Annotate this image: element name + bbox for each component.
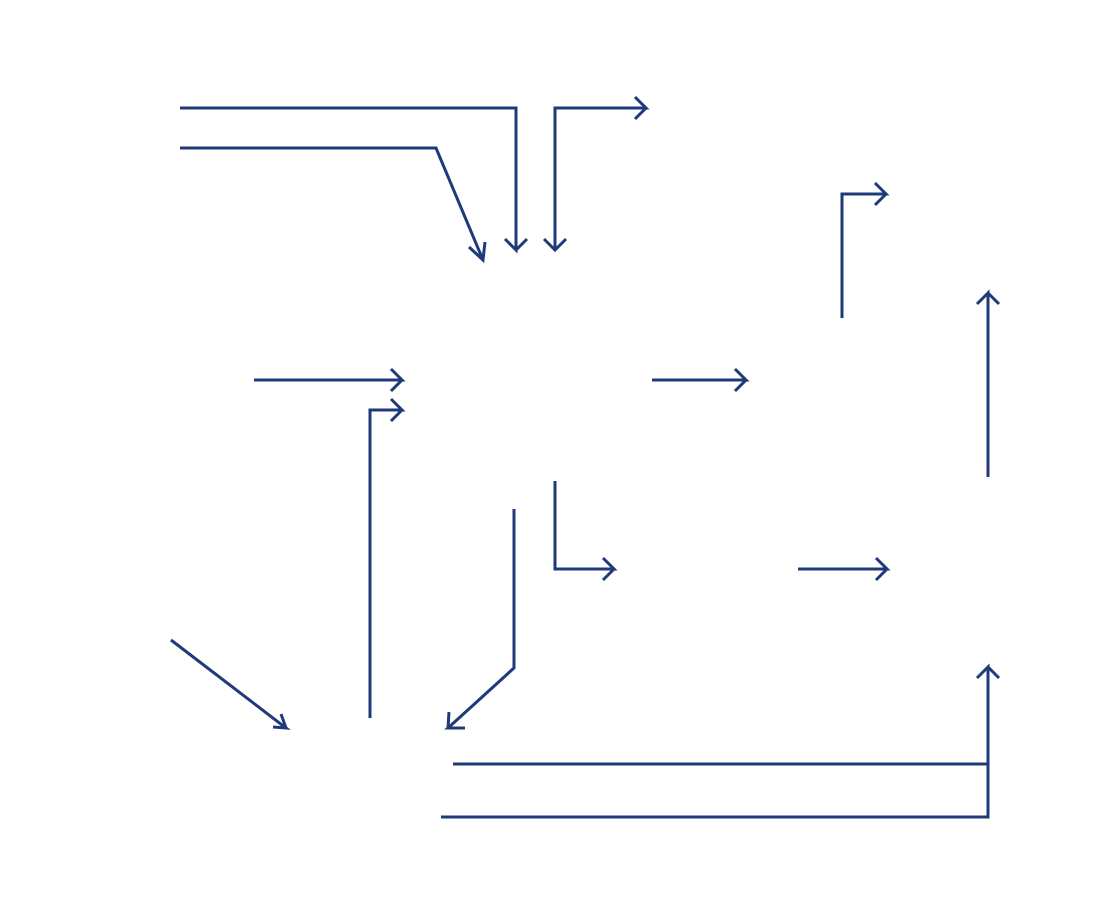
connector-down-arrowhead (542, 237, 568, 253)
connector-center-down-to-bottom (444, 509, 516, 730)
connector-bottom-left-up-to-center (368, 397, 406, 718)
connector-loop-down-to-center (553, 95, 650, 250)
connector-top-long-to-center (180, 106, 529, 254)
connector-diagonal-to-bottom-node (170, 638, 291, 730)
connector-left-to-center (254, 367, 406, 393)
connector-top-diagonal-to-center (180, 146, 487, 264)
connector-bottom-outer-loop (441, 663, 1001, 819)
connector-center-down-right (553, 481, 618, 582)
connector-center-to-right (652, 367, 750, 393)
connector-right-up-out (840, 181, 890, 318)
connector-mid-to-right-node (798, 556, 891, 582)
connector-far-right-up (975, 289, 1001, 477)
